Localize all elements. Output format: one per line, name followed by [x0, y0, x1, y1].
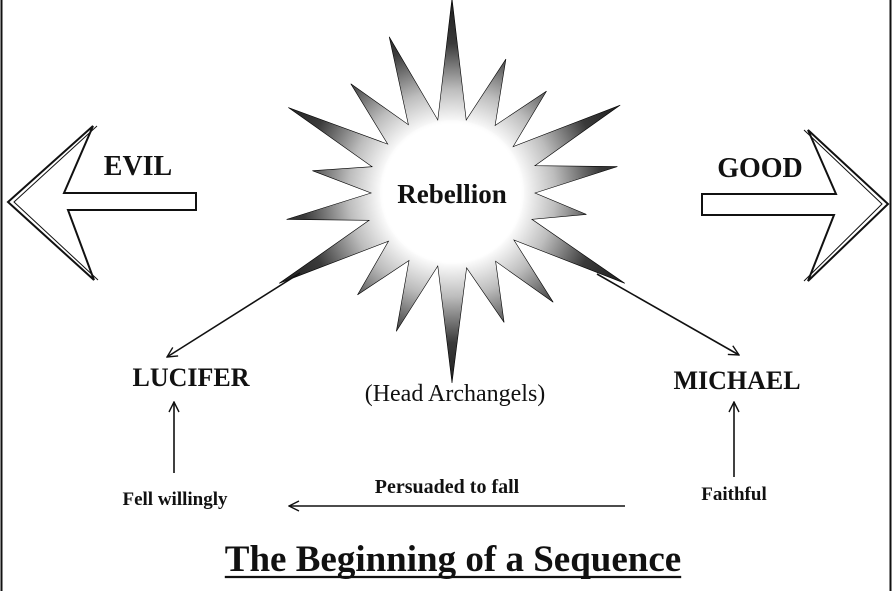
rebellion-to-michael-connector [596, 273, 739, 355]
diagram-title: The Beginning of a Sequence [225, 539, 681, 580]
starburst-glow [380, 120, 524, 264]
rebellion-to-lucifer-connector [167, 272, 301, 357]
good-label: GOOD [717, 153, 803, 184]
evil-arrow-inner-outline [13, 125, 99, 281]
faithful-label: Faithful [701, 484, 766, 505]
evil-label: EVIL [104, 151, 172, 182]
good-arrow-inner-outline [803, 129, 883, 282]
fell-willingly-label: Fell willingly [122, 489, 228, 510]
head-archangels-label: (Head Archangels) [365, 381, 546, 407]
evil-direction-arrow [6, 125, 197, 281]
lucifer-label: LUCIFER [132, 363, 249, 392]
michael-label: MICHAEL [673, 366, 800, 395]
good-direction-arrow [701, 129, 890, 282]
persuaded-to-fall-label: Persuaded to fall [375, 476, 520, 498]
rebellion-label: Rebellion [397, 179, 507, 209]
